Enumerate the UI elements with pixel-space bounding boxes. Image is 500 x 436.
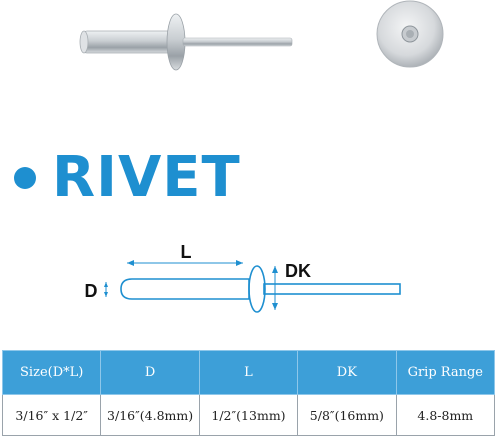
rivet-outline (120, 265, 401, 313)
head-diameter-dimension (272, 266, 278, 310)
table-row: 3/16″ x 1/2″ 3/16″(4.8mm) 1/2″(13mm) 5/8… (1, 394, 496, 436)
spec-table: Size(D*L) D L DK Grip Range 3/16″ x 1/2″… (1, 350, 496, 436)
diameter-label: D (85, 281, 98, 301)
page-title: RIVET (52, 145, 241, 210)
head-diameter-label: DK (285, 261, 311, 281)
spec-table-header-row: Size(D*L) D L DK Grip Range (1, 350, 496, 395)
cell-d: 3/16″(4.8mm) (100, 394, 200, 436)
cell-size: 3/16″ x 1/2″ (1, 394, 102, 436)
headline: RIVET (14, 148, 241, 208)
diameter-dimension (104, 282, 108, 297)
rivet-side-photo (79, 13, 293, 71)
header-dk: DK (297, 350, 397, 395)
bullet-dot-icon (14, 167, 36, 189)
rivet-dimension-diagram: L DK D (85, 242, 401, 313)
header-grip-range: Grip Range (395, 350, 496, 395)
length-label: L (181, 242, 192, 262)
length-dimension (127, 260, 243, 266)
rivet-head-photo (376, 0, 444, 68)
header-size: Size(D*L) (1, 350, 102, 395)
header-d: D (100, 350, 200, 395)
header-l: L (198, 350, 299, 395)
product-photos (79, 0, 444, 71)
cell-grip-range: 4.8-8mm (395, 394, 496, 436)
cell-l: 1/2″(13mm) (198, 394, 299, 436)
cell-dk: 5/8″(16mm) (297, 394, 397, 436)
